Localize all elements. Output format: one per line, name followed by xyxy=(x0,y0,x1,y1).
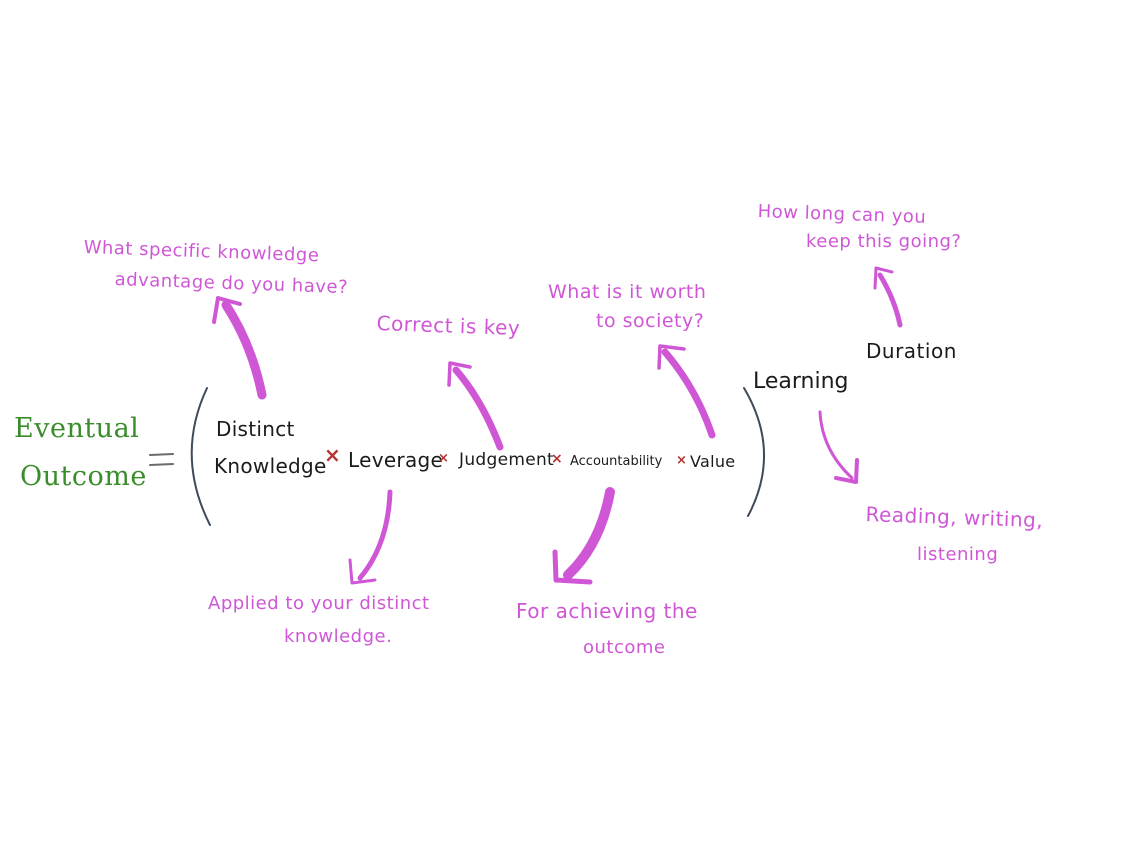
annotation-value-line2: to society? xyxy=(596,310,705,332)
equals-sign-top xyxy=(149,453,174,456)
left-parenthesis xyxy=(190,387,211,526)
annotation-leverage-line2: knowledge. xyxy=(284,626,393,647)
annotation-judgement: Correct is key xyxy=(376,311,521,341)
arrow-accountability xyxy=(563,487,615,580)
arrow-knowledge xyxy=(221,300,267,400)
arrow-learning-head xyxy=(834,458,859,484)
term-accountability: Accountability xyxy=(570,454,663,469)
arrow-judgement xyxy=(452,366,504,451)
term-leverage: Leverage xyxy=(348,448,444,472)
annotation-duration-line2: keep this going? xyxy=(806,231,962,252)
annotation-leverage-line1: Applied to your distinct xyxy=(208,593,430,614)
multiply-sign-4: × xyxy=(676,453,687,468)
arrow-leverage-head xyxy=(348,558,377,585)
lhs-outcome: Outcome xyxy=(20,461,147,492)
term-learning: Learning xyxy=(753,369,849,394)
term-distinct: Distinct xyxy=(216,417,295,441)
arrow-accountability-head xyxy=(552,549,593,585)
right-parenthesis xyxy=(743,387,765,517)
annotation-learning-line2: listening xyxy=(917,544,999,565)
multiply-sign-2: × xyxy=(438,451,449,466)
arrow-learning xyxy=(818,410,854,480)
arrow-value xyxy=(661,348,716,439)
term-judgement: Judgement xyxy=(459,450,554,470)
arrow-leverage xyxy=(357,489,393,581)
annotation-value-line1: What is it worth xyxy=(548,281,707,303)
annotation-accountability-line1: For achieving the xyxy=(516,599,698,623)
equals-sign-bottom xyxy=(149,463,174,466)
multiply-sign-1: × xyxy=(324,443,341,467)
arrow-duration xyxy=(877,272,903,328)
arrow-judgement-head xyxy=(447,361,472,387)
term-knowledge: Knowledge xyxy=(214,454,327,478)
lhs-eventual: Eventual xyxy=(14,413,140,444)
arrow-knowledge-head xyxy=(212,296,242,324)
annotation-accountability-line2: outcome xyxy=(583,637,666,658)
annotation-learning-line1: Reading, writing, xyxy=(865,502,1044,533)
term-duration: Duration xyxy=(866,339,957,363)
arrow-value-head xyxy=(657,344,686,370)
arrow-duration-head xyxy=(873,266,894,290)
term-value: Value xyxy=(690,452,736,471)
multiply-sign-3: × xyxy=(551,451,563,467)
